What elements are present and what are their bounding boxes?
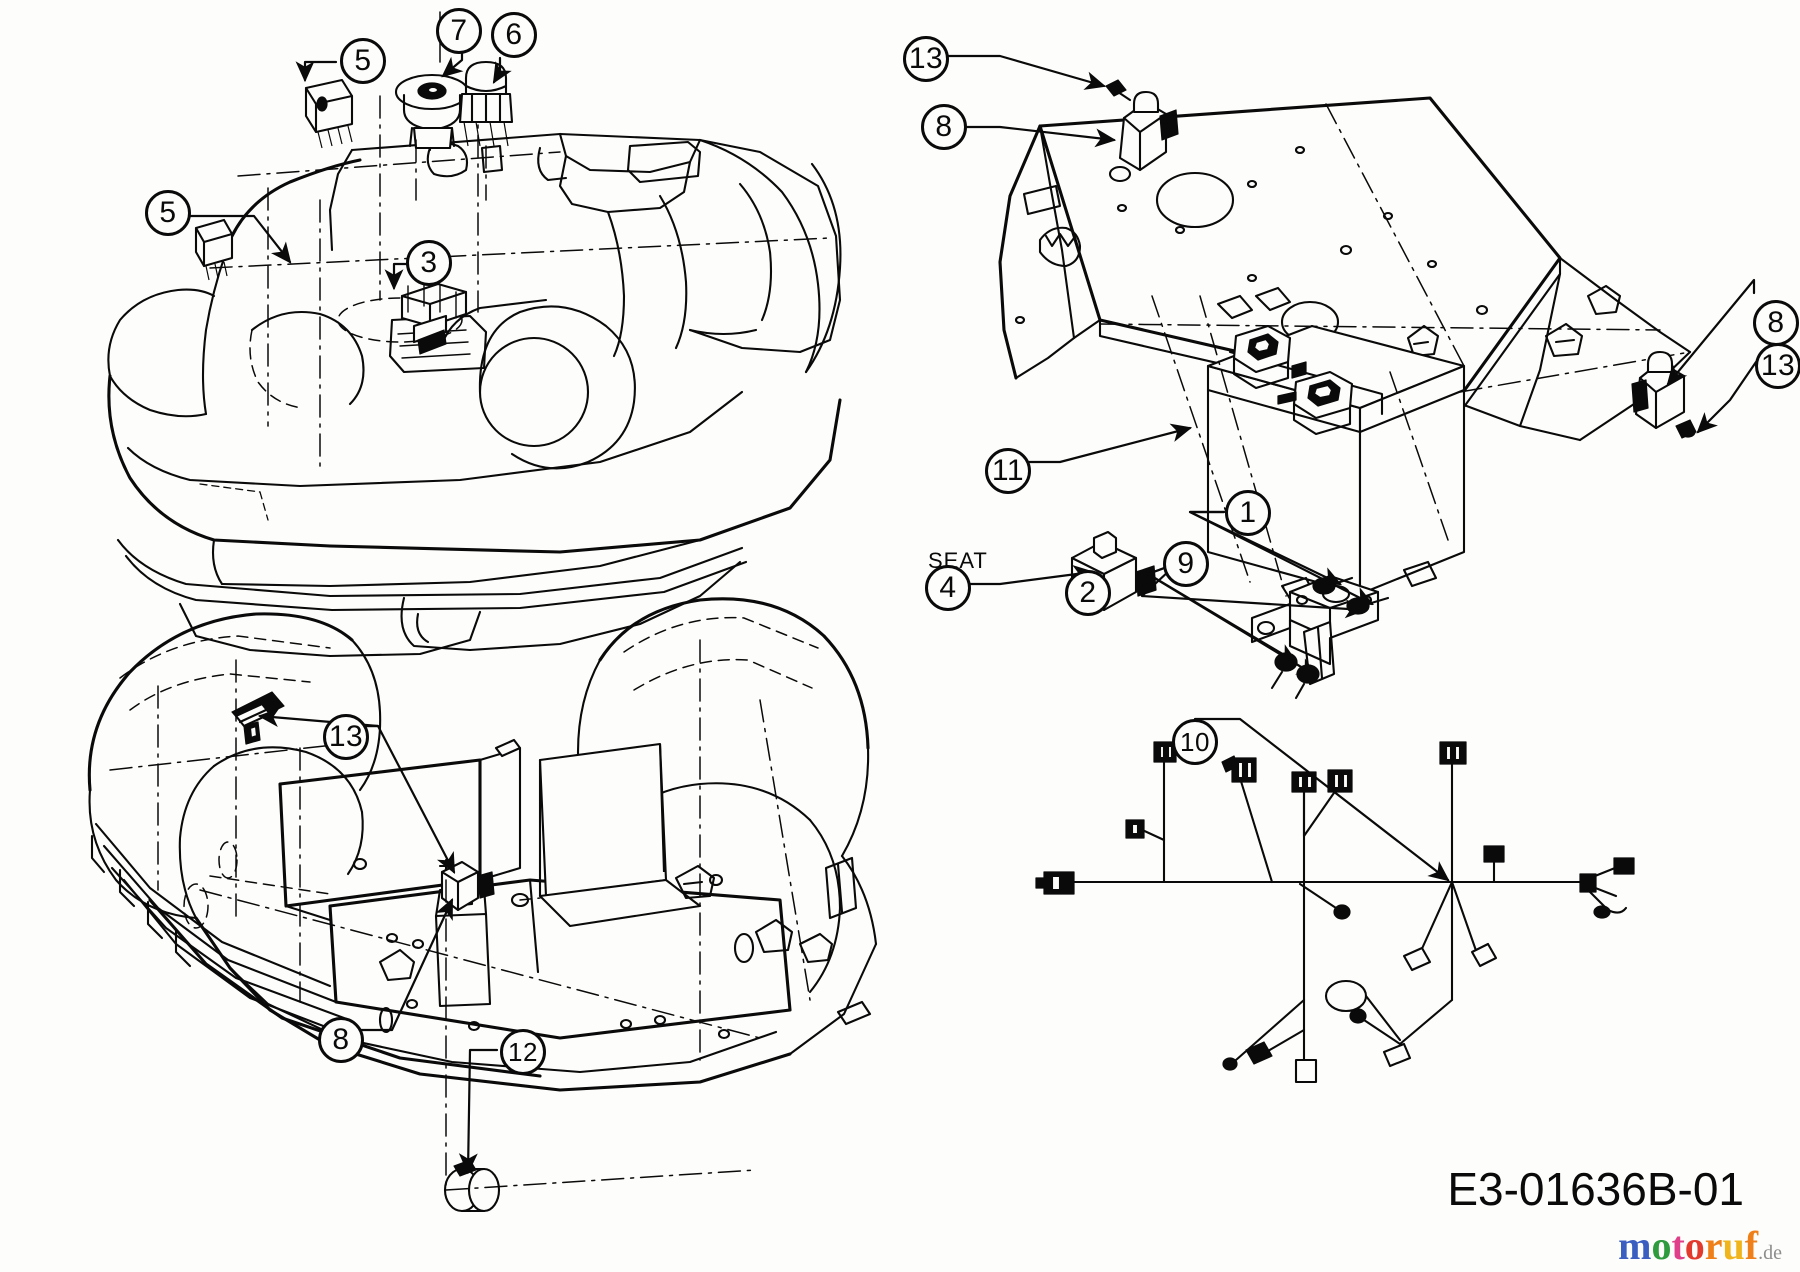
callout-balloon-3[interactable]: 3: [406, 240, 452, 286]
callout-balloon-10[interactable]: 10: [1172, 719, 1218, 765]
part-3-relay: [400, 279, 468, 355]
watermark-letter: m: [1618, 1223, 1652, 1268]
callout-balloon-8-lower[interactable]: 8: [318, 1017, 364, 1063]
seat-switch-label: SEAT: [928, 548, 988, 573]
watermark-letter: u: [1722, 1223, 1745, 1268]
watermark-suffix: .de: [1758, 1242, 1782, 1264]
callout-balloon-9[interactable]: 9: [1163, 541, 1209, 587]
watermark-letter: f: [1744, 1223, 1759, 1268]
callout-balloon-8[interactable]: 8: [921, 104, 967, 150]
part-7-ignition-switch: [394, 73, 470, 152]
part-12-grommet: [443, 1159, 501, 1213]
callout-balloon-2[interactable]: 2: [1065, 570, 1111, 616]
view-frame-and-fender: [87, 597, 878, 1213]
callout-balloon-5-top[interactable]: 5: [340, 38, 386, 84]
motoruf-watermark: motoruf.de: [1618, 1226, 1782, 1266]
callout-balloon-5-left[interactable]: 5: [145, 190, 191, 236]
watermark-letter: r: [1704, 1223, 1723, 1268]
part-6-push-button-switch: [458, 60, 514, 147]
part-9-bracket-assembly: [1250, 574, 1390, 700]
callout-balloon-1[interactable]: 1: [1225, 490, 1271, 536]
callout-balloon-12[interactable]: 12: [500, 1029, 546, 1075]
view-wiring-harness: [1035, 717, 1635, 1084]
callout-balloon-8-right[interactable]: 8: [1753, 300, 1799, 346]
watermark-letter: t: [1671, 1223, 1685, 1268]
part-5-rocker-switch-top: [304, 78, 354, 149]
callout-balloon-6[interactable]: 6: [491, 12, 537, 58]
view-hood-and-dash: [107, 11, 842, 658]
callout-balloon-13[interactable]: 13: [903, 36, 949, 82]
part-5-rocker-switch-left: [194, 218, 234, 281]
watermark-letter: o: [1684, 1223, 1705, 1268]
battery-box-lower: [538, 742, 702, 928]
callout-balloon-11[interactable]: 11: [985, 448, 1031, 494]
callout-balloon-7[interactable]: 7: [436, 8, 482, 54]
part-8-switch-chassis-upper: [1105, 79, 1179, 172]
part-11-battery: [1206, 324, 1466, 596]
view-chassis-battery: [926, 54, 1758, 700]
part-8-switch-chassis-right: [1631, 350, 1697, 439]
drawing-number: E3-01636B-01: [1447, 1163, 1744, 1215]
watermark-letter: o: [1651, 1223, 1672, 1268]
callout-balloon-4[interactable]: 4: [925, 565, 971, 611]
callout-balloon-13-lower[interactable]: 13: [323, 714, 369, 760]
callout-balloon-13-right[interactable]: 13: [1755, 343, 1800, 389]
part-8-switch-lower-frame: [440, 860, 495, 912]
